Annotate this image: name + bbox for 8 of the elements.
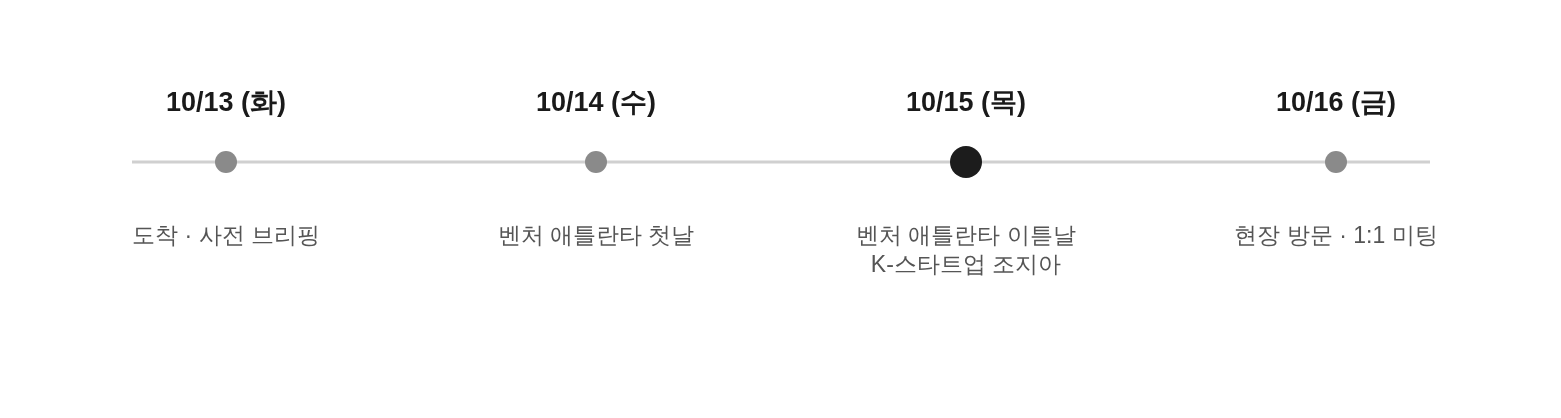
date-label: 10/16 (금) — [1274, 87, 1398, 117]
date-label: 10/14 (수) — [534, 87, 658, 117]
event-label: 현장 방문 · 1:1 미팅 — [1233, 221, 1439, 250]
event-label: 벤처 애틀란타 이튿날 K-스타트업 조지아 — [855, 221, 1077, 279]
event-label: 도착 · 사전 브리핑 — [131, 221, 321, 250]
event-label: 벤처 애틀란타 첫날 — [496, 221, 696, 250]
date-label: 10/13 (화) — [164, 87, 288, 117]
date-label: 10/15 (목) — [904, 87, 1028, 117]
